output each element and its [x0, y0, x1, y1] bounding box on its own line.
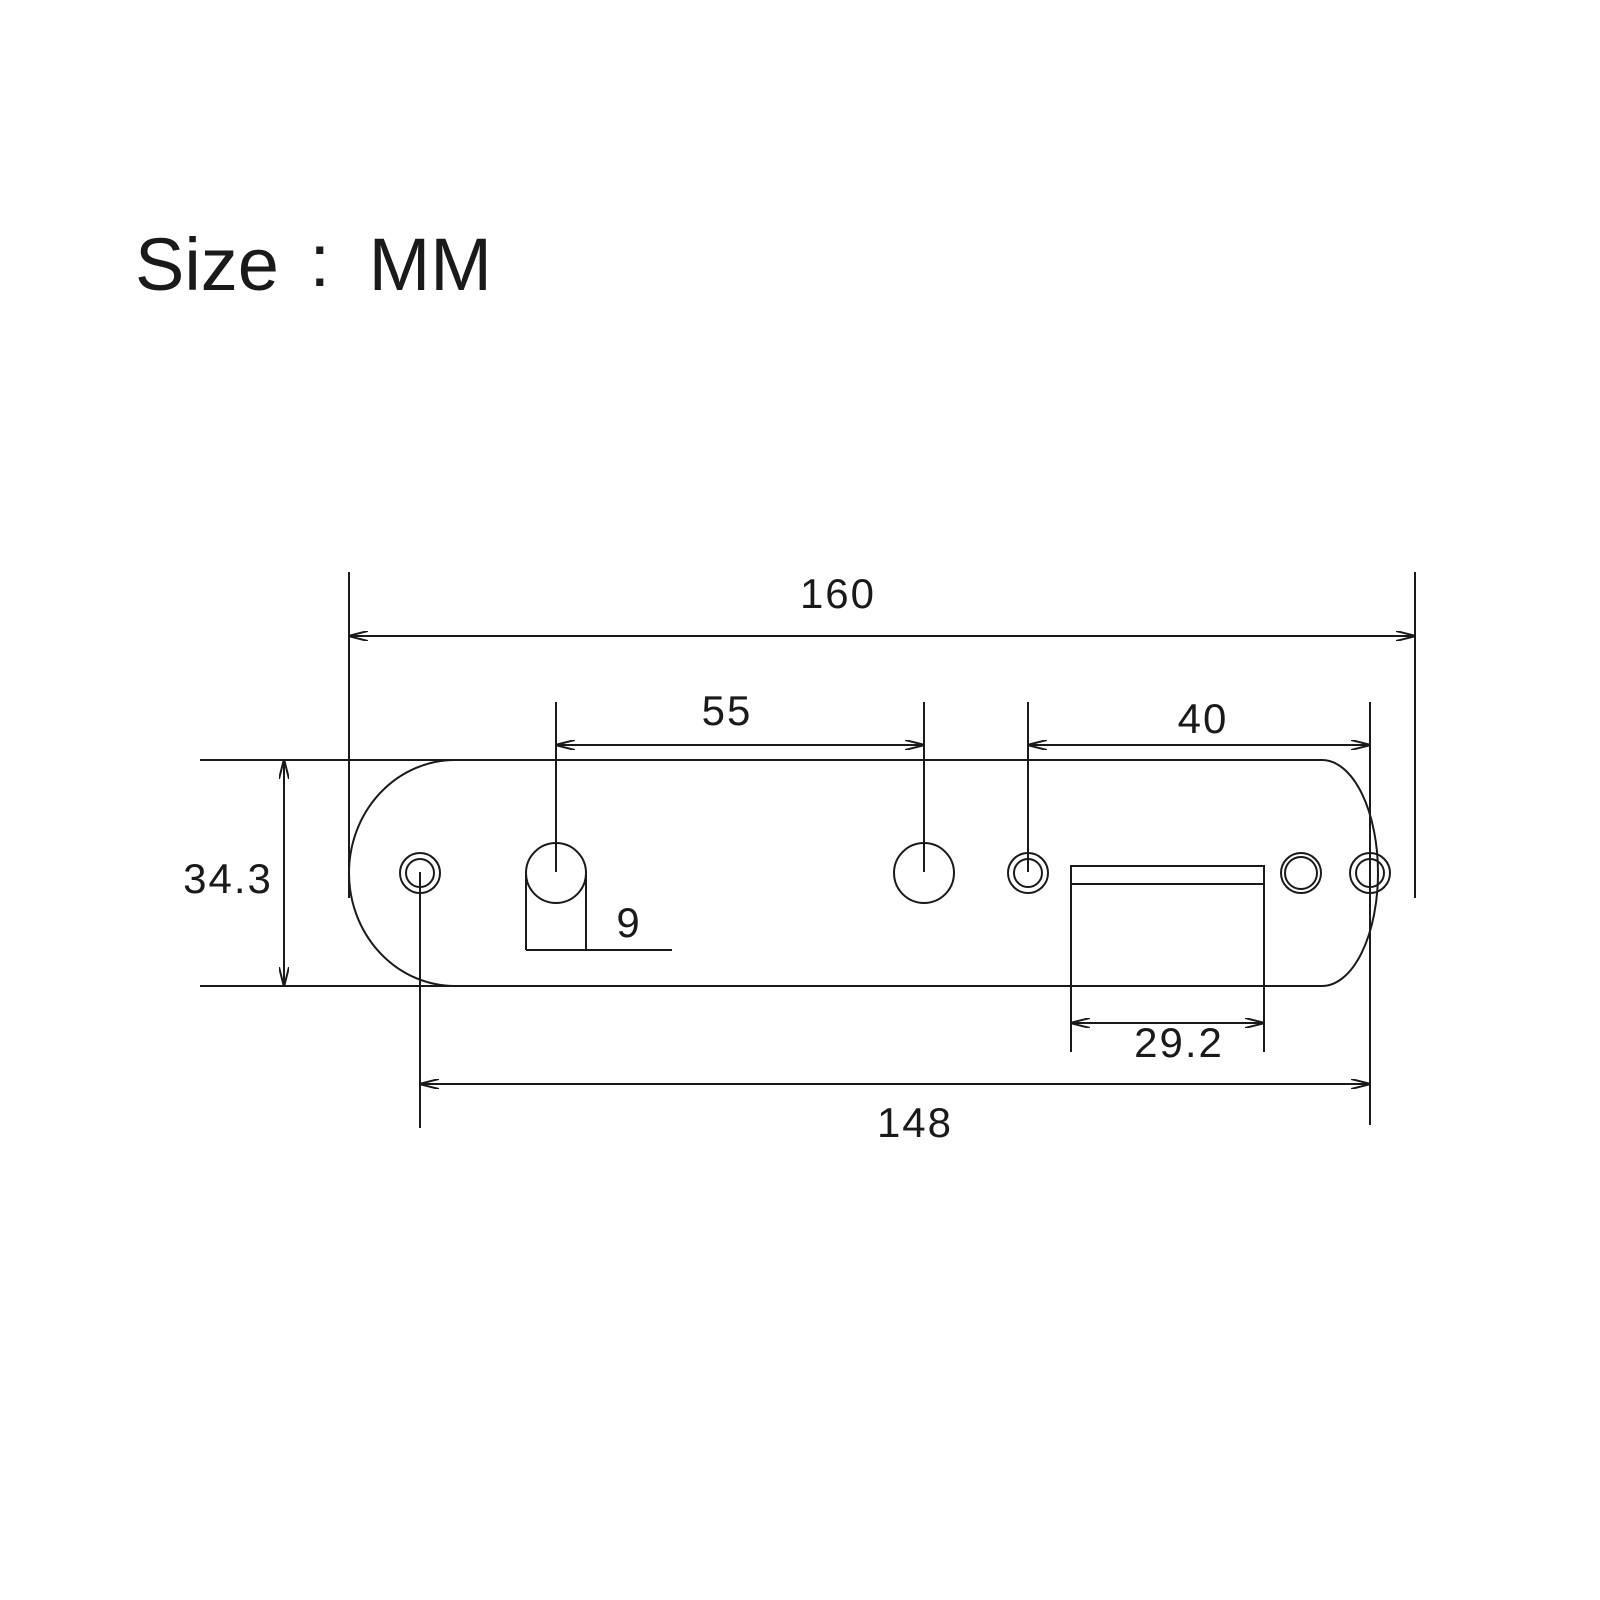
size-title: Size : MM — [135, 219, 492, 306]
label-overall-length: 160 — [800, 570, 876, 617]
label-switch-offset: 40 — [1178, 695, 1229, 742]
switch-screw-hole-left — [1007, 852, 1049, 894]
switch-slot — [1070, 865, 1265, 885]
mount-hole-right — [1349, 852, 1391, 894]
switch-screw-hole-right — [1280, 852, 1322, 894]
size-label: Size — [135, 223, 279, 306]
knob-hole-1 — [525, 842, 587, 904]
label-knob-spacing: 55 — [702, 687, 753, 734]
label-knob-hole-offset: 9 — [616, 899, 641, 946]
knob-hole-2 — [893, 842, 955, 904]
mount-hole-left — [399, 852, 441, 894]
size-unit: MM — [369, 223, 492, 306]
size-separator: : — [310, 219, 331, 302]
label-slot-length: 29.2 — [1134, 1019, 1224, 1066]
label-mount-spacing: 148 — [877, 1099, 953, 1146]
label-plate-width: 34.3 — [183, 855, 273, 902]
plate-outline — [348, 759, 1379, 987]
